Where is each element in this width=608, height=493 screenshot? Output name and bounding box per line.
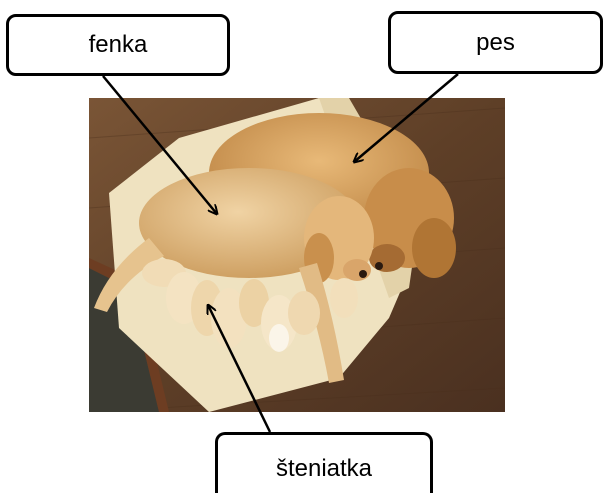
female-dog-nose <box>359 270 367 278</box>
arrow-fenka <box>102 75 217 214</box>
label-steniatka: šteniatka <box>215 432 433 493</box>
label-fenka-text: fenka <box>88 31 148 58</box>
dog-family-photo <box>89 98 505 412</box>
male-dog-ear <box>412 218 456 278</box>
label-steniatka-text: šteniatka <box>275 455 373 482</box>
label-pes-text: pes <box>476 28 515 56</box>
arrow-pes <box>354 73 459 162</box>
arrow-steniatka <box>208 305 272 433</box>
dog-family-illustration <box>89 98 505 412</box>
female-dog-legs <box>94 238 164 312</box>
mat-border <box>89 258 169 412</box>
label-pes: pes <box>388 11 603 74</box>
male-dog-nose <box>375 262 383 270</box>
female-dog-body <box>139 168 359 278</box>
label-fenka: fenka <box>6 14 230 76</box>
